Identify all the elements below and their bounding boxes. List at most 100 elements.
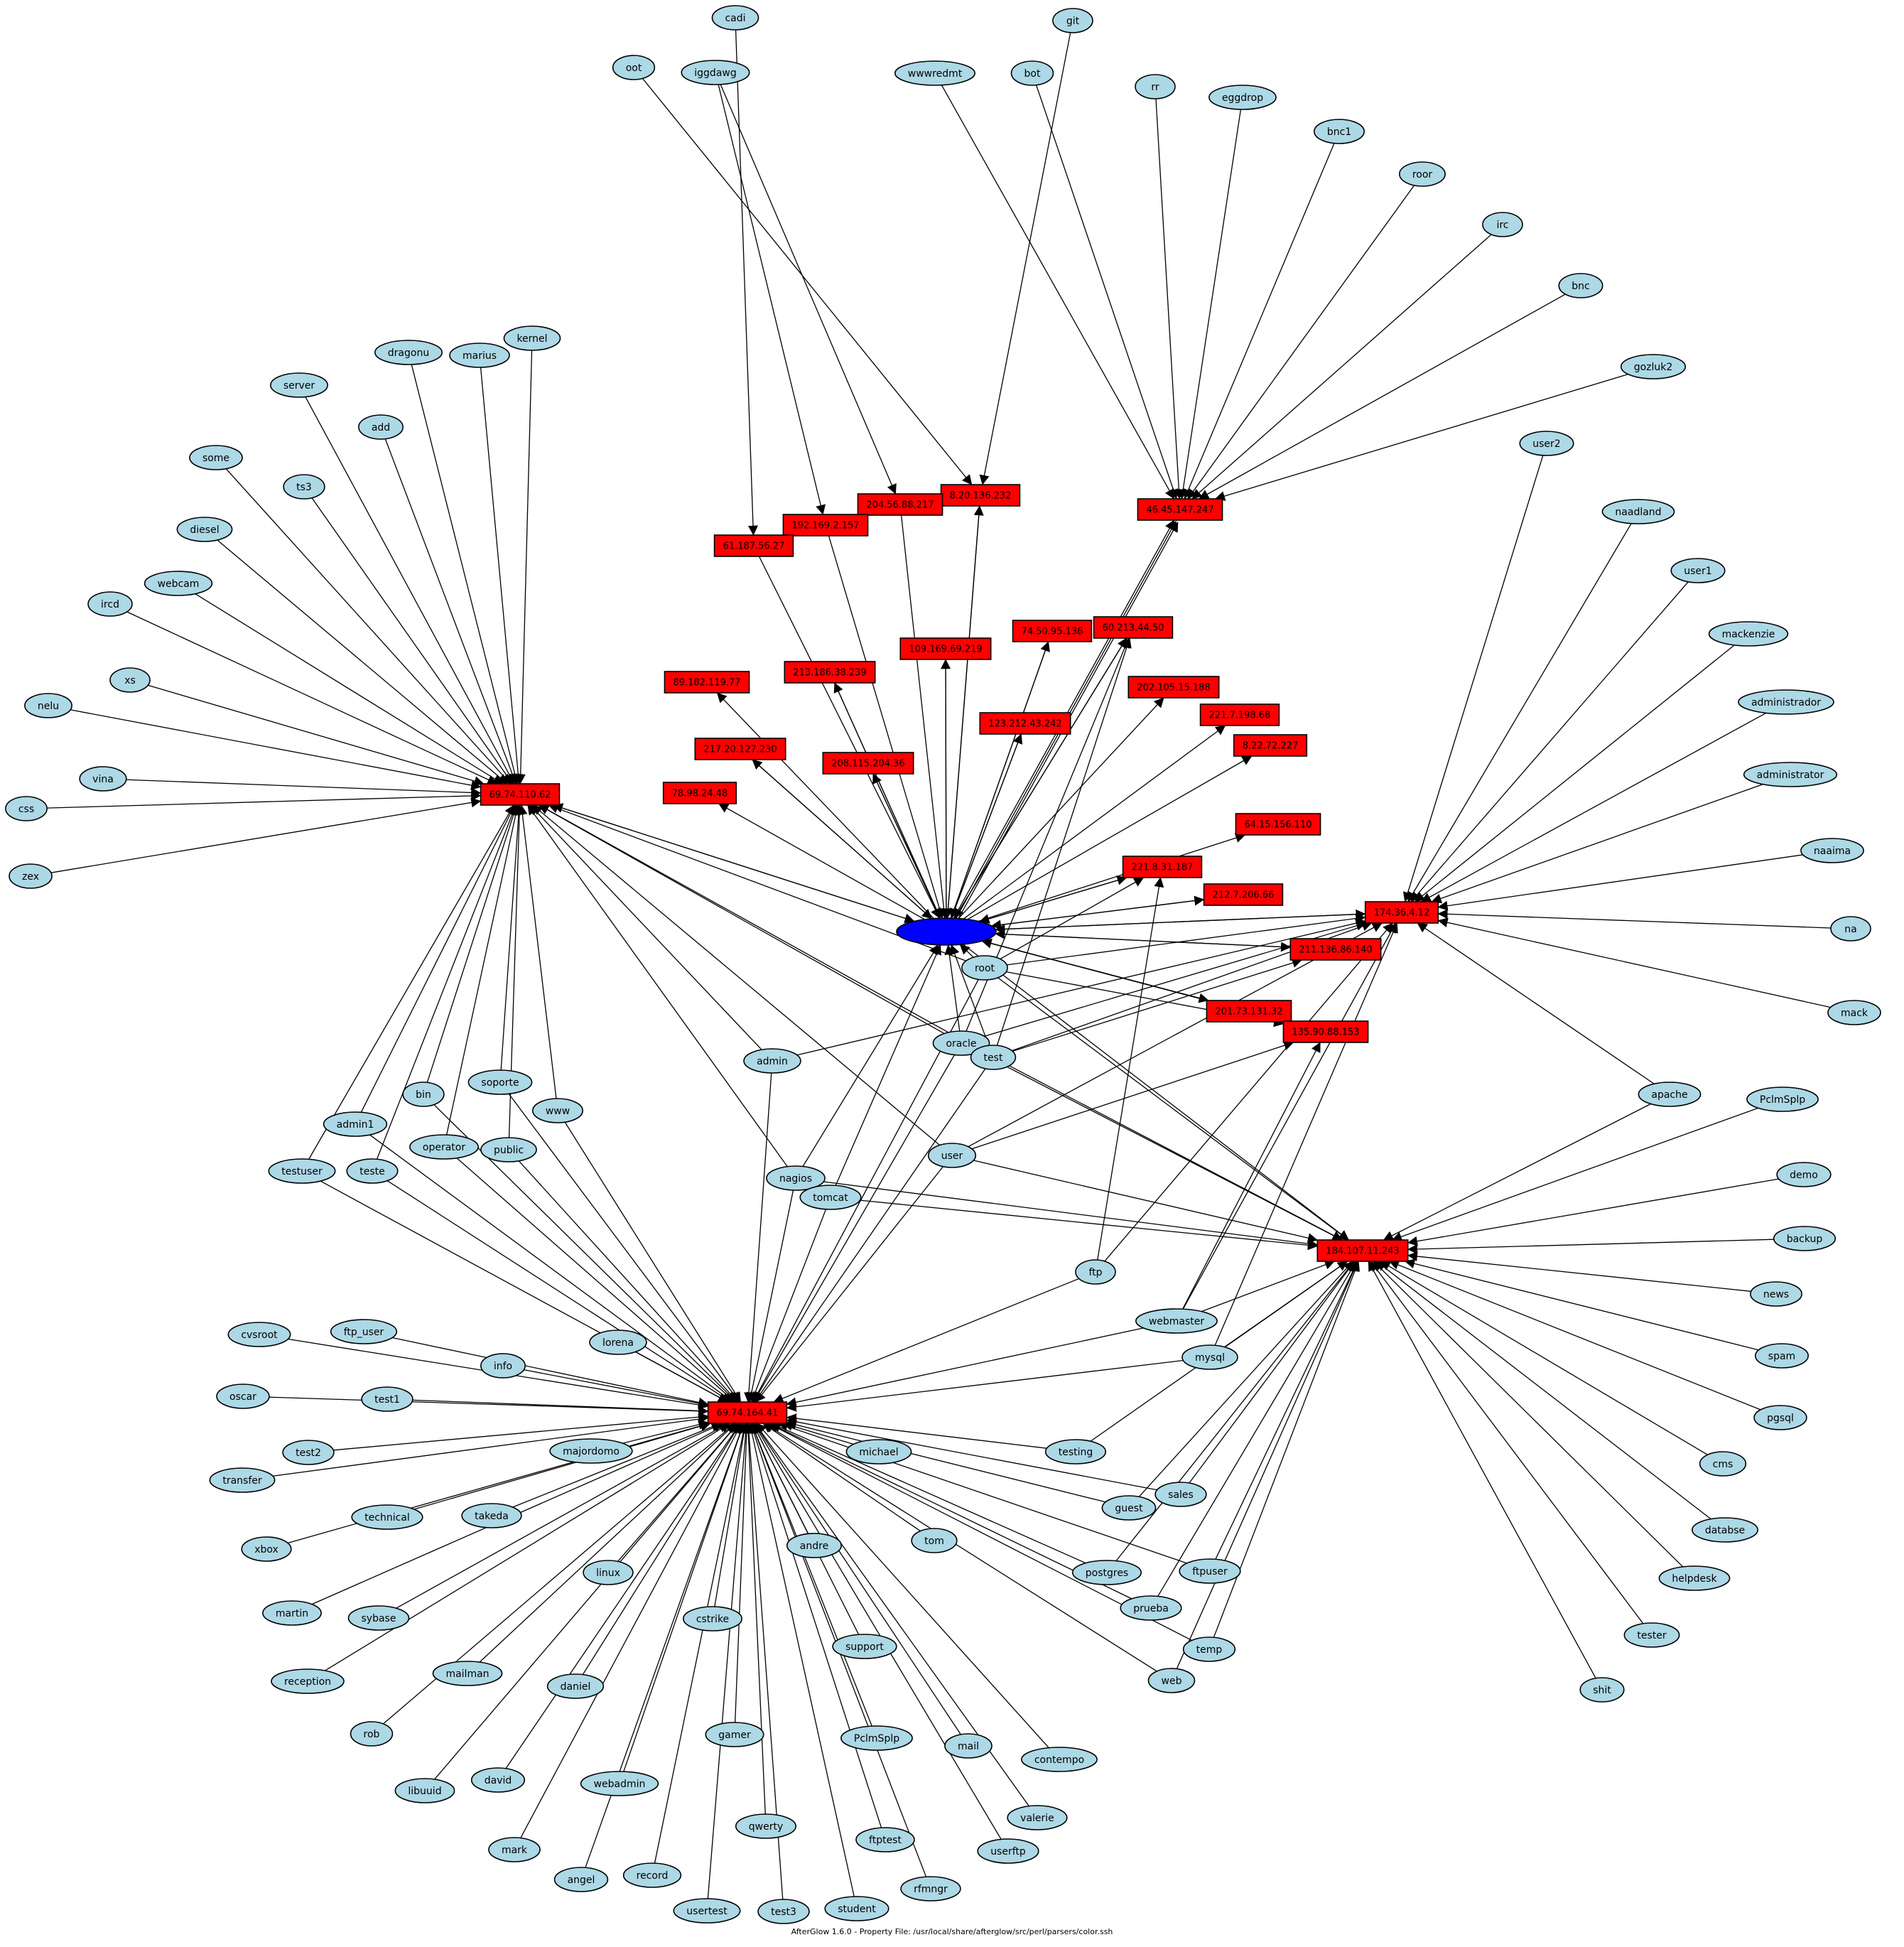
- node-u_web[interactable]: web: [1147, 1668, 1196, 1693]
- node-u_rob[interactable]: rob: [350, 1721, 394, 1747]
- node-u_bot[interactable]: bot: [1010, 60, 1054, 86]
- node-ip17[interactable]: 123.212.43.242: [979, 712, 1071, 735]
- node-ip5[interactable]: 46.45.147.247: [1137, 498, 1223, 521]
- node-ip13[interactable]: 213.186.38.239: [784, 661, 876, 684]
- node-u_mackenzie[interactable]: mackenzie: [1708, 621, 1789, 647]
- node-ip6[interactable]: 8.20.136.232: [940, 484, 1021, 507]
- node-u_martin[interactable]: martin: [262, 1600, 322, 1626]
- node-u_www[interactable]: www: [532, 1098, 583, 1123]
- node-ip15[interactable]: 202.105.15.188: [1127, 676, 1220, 699]
- node-u_ftpuser[interactable]: ftpuser: [1179, 1558, 1241, 1584]
- node-u_xs[interactable]: xs: [109, 667, 151, 693]
- node-ip1[interactable]: 69.74.110.62: [480, 783, 561, 806]
- node-u_rr[interactable]: rr: [1135, 74, 1176, 99]
- node-u_news[interactable]: news: [1750, 1281, 1802, 1307]
- node-ip11[interactable]: 60.213.44.50: [1093, 616, 1174, 639]
- node-ip8[interactable]: 192.169.2.157: [782, 514, 869, 536]
- node-u_diesel[interactable]: diesel: [176, 517, 233, 542]
- node-u_sybase[interactable]: sybase: [347, 1605, 410, 1631]
- node-ip19[interactable]: 217.20.127.230: [694, 738, 786, 760]
- node-u_rfmngr[interactable]: rfmngr: [900, 1876, 961, 1902]
- node-u_michael[interactable]: michael: [845, 1439, 912, 1465]
- node-u_test[interactable]: test: [970, 1045, 1017, 1070]
- node-u_bin[interactable]: bin: [402, 1082, 445, 1107]
- node-u_wwwredmt[interactable]: wwwredmt: [894, 60, 976, 86]
- node-u_userftp[interactable]: userftp: [977, 1838, 1039, 1864]
- node-u_css[interactable]: css: [5, 796, 48, 821]
- node-u_apache[interactable]: apache: [1638, 1082, 1702, 1107]
- node-u_contempo[interactable]: contempo: [1021, 1747, 1098, 1772]
- node-u_qwerty[interactable]: qwerty: [735, 1813, 797, 1839]
- node-u_reception[interactable]: reception: [271, 1668, 345, 1694]
- node-ip26[interactable]: 201.73.131.32: [1206, 1000, 1292, 1023]
- node-u_shit[interactable]: shit: [1579, 1677, 1625, 1703]
- node-u_takeda[interactable]: takeda: [461, 1503, 522, 1528]
- node-u_cms[interactable]: cms: [1699, 1451, 1747, 1477]
- node-u_oot[interactable]: oot: [612, 55, 656, 80]
- node-hub[interactable]: [896, 917, 997, 946]
- node-u_soporte[interactable]: soporte: [467, 1069, 533, 1095]
- node-u_mysql[interactable]: mysql: [1181, 1344, 1238, 1370]
- node-u_test1[interactable]: test1: [361, 1386, 413, 1412]
- node-u_mailman[interactable]: mailman: [432, 1661, 503, 1686]
- node-u_transfer[interactable]: transfer: [209, 1467, 276, 1493]
- node-u_valerie[interactable]: valerie: [1007, 1805, 1068, 1830]
- node-u_linux[interactable]: linux: [583, 1560, 634, 1585]
- node-u_some[interactable]: some: [189, 445, 243, 470]
- node-u_irc[interactable]: irc: [1482, 212, 1523, 237]
- node-u_mack[interactable]: mack: [1827, 1000, 1881, 1025]
- node-u_technical[interactable]: technical: [351, 1504, 423, 1530]
- node-u_databse[interactable]: databse: [1692, 1517, 1758, 1543]
- node-u_record[interactable]: record: [622, 1862, 682, 1888]
- node-u_ftp[interactable]: ftp: [1075, 1259, 1116, 1285]
- node-ip4[interactable]: 184.107.11.243: [1316, 1239, 1409, 1262]
- node-u_naadland[interactable]: naadland: [1601, 499, 1675, 524]
- node-u_user2[interactable]: user2: [1519, 431, 1574, 456]
- node-u_ftptest[interactable]: ftptest: [855, 1827, 915, 1852]
- node-u_public[interactable]: public: [480, 1137, 537, 1163]
- node-u_testuser[interactable]: testuser: [268, 1158, 336, 1184]
- node-u_backup[interactable]: backup: [1773, 1226, 1837, 1251]
- node-u_add[interactable]: add: [358, 414, 404, 440]
- node-u_roor[interactable]: roor: [1399, 161, 1446, 187]
- node-u_info[interactable]: info: [480, 1353, 526, 1379]
- node-u_user[interactable]: user: [927, 1143, 977, 1168]
- node-u_dragonu[interactable]: dragonu: [374, 340, 443, 365]
- node-u_test3[interactable]: test3: [757, 1899, 810, 1924]
- node-ip9[interactable]: 61.187.56.27: [713, 534, 794, 557]
- node-ip22[interactable]: 64.15.156.110: [1235, 813, 1321, 836]
- node-u_cadi[interactable]: cadi: [711, 5, 759, 31]
- node-u_nelu[interactable]: nelu: [24, 693, 72, 718]
- node-u_demo[interactable]: demo: [1776, 1162, 1832, 1187]
- node-u_oscar[interactable]: oscar: [216, 1384, 270, 1409]
- node-u_spam[interactable]: spam: [1754, 1343, 1810, 1369]
- node-ip16[interactable]: 221.7.198.68: [1199, 703, 1280, 726]
- node-u_temp[interactable]: temp: [1182, 1636, 1236, 1662]
- node-u_tom[interactable]: tom: [911, 1528, 958, 1553]
- node-u_teste[interactable]: teste: [346, 1158, 399, 1184]
- node-u_david[interactable]: david: [470, 1767, 526, 1793]
- node-u_daniel[interactable]: daniel: [546, 1673, 605, 1699]
- node-u_guest[interactable]: guest: [1101, 1495, 1157, 1521]
- node-u_support[interactable]: support: [832, 1634, 897, 1659]
- node-u_ircd[interactable]: ircd: [87, 591, 133, 617]
- node-u_ftp_user[interactable]: ftp_user: [330, 1319, 398, 1344]
- node-u_nagios[interactable]: nagios: [766, 1165, 826, 1191]
- node-ip27[interactable]: 135.90.88.153: [1282, 1020, 1369, 1043]
- node-ip25[interactable]: 211.136.86.140: [1289, 938, 1382, 961]
- node-u_eggdrop[interactable]: eggdrop: [1208, 85, 1277, 110]
- node-u_root[interactable]: root: [961, 955, 1008, 981]
- node-u_angel[interactable]: angel: [553, 1867, 609, 1892]
- node-u_administrator[interactable]: administrator: [1743, 762, 1838, 787]
- node-u_student[interactable]: student: [824, 1896, 889, 1921]
- node-ip14[interactable]: 89.182.119.77: [664, 671, 750, 694]
- node-u_gozluk2[interactable]: gozluk2: [1620, 354, 1687, 379]
- node-ip24[interactable]: 212.7.206.66: [1203, 883, 1284, 906]
- node-u_cstrike[interactable]: cstrike: [683, 1606, 742, 1632]
- node-ip20[interactable]: 208.115.204.36: [822, 752, 914, 775]
- node-u_server[interactable]: server: [270, 372, 328, 398]
- node-u_webadmin[interactable]: webadmin: [580, 1771, 659, 1796]
- node-u_naaima[interactable]: naaima: [1800, 838, 1864, 863]
- node-u_iggdawg[interactable]: iggdawg: [681, 60, 750, 85]
- node-u_na[interactable]: na: [1830, 916, 1871, 942]
